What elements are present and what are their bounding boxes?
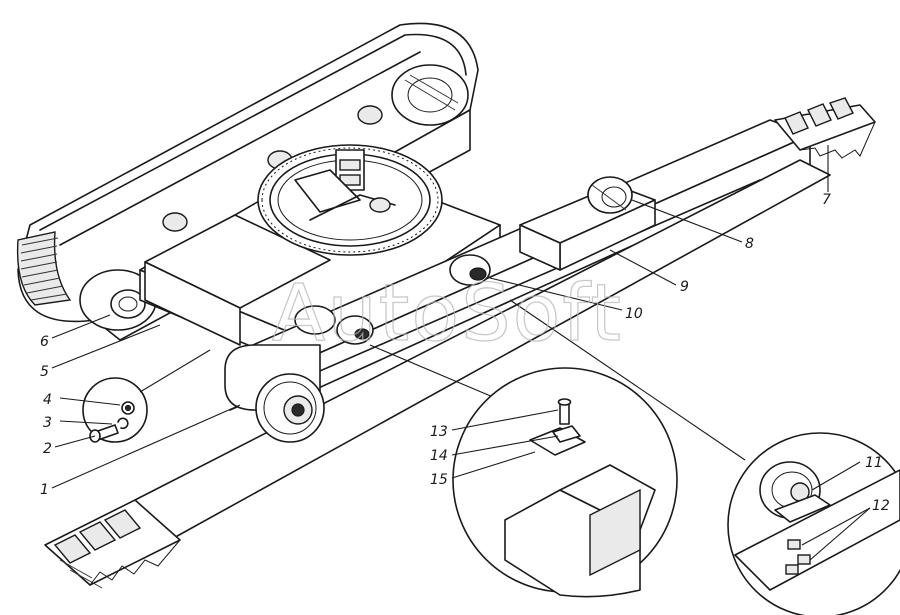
fastener-detail — [82, 349, 211, 443]
watermark: AutoSoft — [272, 269, 623, 359]
callout-4: 4 — [43, 392, 52, 408]
right-track-frame — [134, 119, 831, 541]
far-track-links — [774, 97, 876, 159]
callout-11: 11 — [865, 455, 883, 471]
front-idler-wheel — [79, 269, 157, 331]
callout-13: 13 — [430, 424, 448, 440]
callout-12: 12 — [872, 498, 890, 514]
left-track-links — [16, 231, 72, 306]
callout-labels: 1 2 3 4 5 6 7 8 9 10 11 12 13 14 15 — [40, 192, 890, 514]
callout-15: 15 — [430, 472, 448, 488]
callout-14: 14 — [430, 448, 448, 464]
callout-8: 8 — [745, 236, 754, 252]
carrier-roller — [587, 176, 633, 214]
slewing-ring — [257, 144, 443, 256]
left-rear-drive — [391, 64, 469, 126]
callout-2: 2 — [43, 441, 52, 457]
callout-1: 1 — [40, 482, 49, 498]
callout-6: 6 — [40, 334, 49, 350]
leader-lines — [51, 145, 871, 561]
detail-view-chain-guide — [369, 344, 678, 598]
track-rollers — [294, 254, 491, 345]
callout-7: 7 — [822, 192, 831, 208]
drive-sprocket — [224, 344, 325, 443]
callout-3: 3 — [43, 415, 52, 431]
ring-gear-teeth — [261, 147, 439, 253]
callout-10: 10 — [625, 306, 643, 322]
near-track-links — [44, 499, 181, 589]
callout-9: 9 — [680, 279, 689, 295]
callout-5: 5 — [40, 364, 49, 380]
detail-view-support-roller — [509, 299, 900, 615]
